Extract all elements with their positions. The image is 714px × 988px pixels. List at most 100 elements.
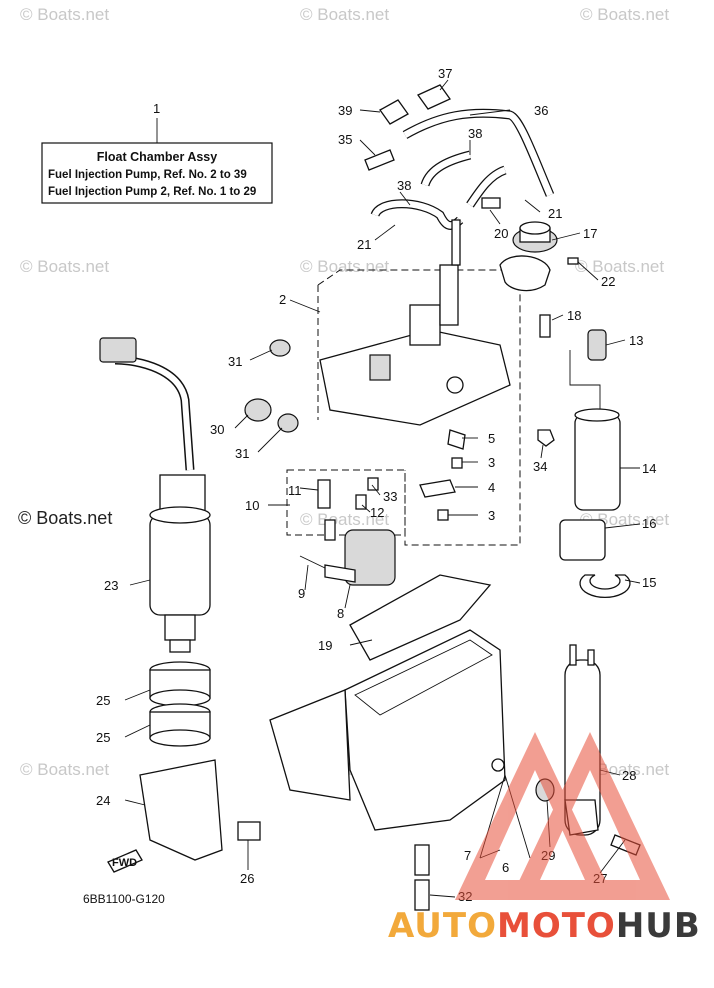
callout-15: 15 (642, 575, 656, 590)
pin-9 (299, 555, 326, 569)
screw-3-upper (451, 457, 463, 469)
callout-38: 38 (397, 178, 411, 193)
fwd-label: FWD (112, 857, 137, 869)
callout-31: 31 (235, 446, 249, 461)
fitting-35 (364, 149, 395, 171)
clip-34 (537, 429, 555, 447)
sensor-8 (299, 529, 396, 586)
pump-body-14 (574, 414, 621, 511)
connector-plug (99, 337, 137, 363)
seal-7 (491, 758, 505, 772)
watermark: © Boats.net (300, 257, 389, 276)
watermark: © Boats.net (300, 510, 389, 529)
brand-part-2: MOTO (497, 906, 616, 946)
callout-3: 3 (488, 508, 495, 523)
callout-25: 25 (96, 693, 110, 708)
grommet-31-upper (269, 339, 291, 357)
clip-37 (417, 84, 451, 110)
valve-11 (317, 479, 331, 509)
callout-35: 35 (338, 132, 352, 147)
callout-37: 37 (438, 66, 452, 81)
callout-2: 2 (279, 292, 286, 307)
callout-26: 26 (240, 871, 254, 886)
holder-16 (559, 519, 606, 561)
legend-box (41, 142, 273, 204)
callout-11: 11 (288, 483, 302, 498)
callout-5: 5 (488, 431, 495, 446)
screw-12 (355, 494, 367, 510)
screw-3-lower (437, 509, 449, 521)
watermark: © Boats.net (20, 760, 109, 779)
float-chamber-cover (319, 219, 511, 426)
damper-30 (244, 398, 272, 422)
callout-6: 6 (502, 860, 509, 875)
screw-18 (539, 314, 551, 338)
bracket-24 (139, 759, 223, 861)
callout-31: 31 (228, 354, 242, 369)
callout-16: 16 (642, 516, 656, 531)
watermark: © Boats.net (580, 5, 669, 24)
callout-19: 19 (318, 638, 332, 653)
joint-20 (481, 197, 501, 209)
callout-8: 8 (337, 606, 344, 621)
callout-39: 39 (338, 103, 352, 118)
bracket-5 (447, 429, 466, 450)
hose-32-lower (414, 879, 430, 911)
watermark: © Boats.net (575, 257, 664, 276)
chamber-bracket (269, 689, 351, 801)
legend-line-1: Fuel Injection Pump, Ref. No. 2 to 39 (48, 169, 247, 181)
connector (409, 304, 441, 346)
legend-line-2: Fuel Injection Pump 2, Ref. No. 1 to 29 (48, 186, 256, 198)
callout-18: 18 (567, 308, 581, 323)
fuel-pump-23 (99, 337, 211, 653)
watermark: © Boats.net (300, 5, 389, 24)
callout-34: 34 (533, 459, 547, 474)
screw-33 (367, 477, 379, 491)
callout-labels: 1 2 3 3 4 5 6 7 8 9 10 11 12 13 14 15 16… (96, 66, 656, 904)
callout-25: 25 (96, 730, 110, 745)
bracket-4 (419, 479, 456, 498)
brand-part-1: AUTO (388, 906, 497, 946)
callout-9: 9 (298, 586, 305, 601)
bolt-26 (237, 821, 261, 841)
grommet-31-lower (277, 413, 299, 433)
sensor-body (344, 529, 396, 586)
filter-13 (587, 329, 607, 361)
callout-21: 21 (548, 206, 562, 221)
pressure-regulator (499, 221, 579, 292)
callout-12: 12 (370, 505, 384, 520)
bolt-22 (567, 257, 579, 265)
brand-part-3: HUB (616, 906, 701, 946)
holder-15 (579, 574, 631, 599)
gasket-19 (349, 574, 492, 661)
chamber-body (344, 629, 506, 831)
legend: Float Chamber Assy Fuel Injection Pump, … (41, 118, 273, 204)
damper-25-lower (149, 729, 211, 747)
callout-28: 28 (622, 768, 636, 783)
leader-lines (124, 79, 641, 898)
hose-32-upper (414, 844, 430, 876)
watermark: © Boats.net (20, 257, 109, 276)
callout-13: 13 (629, 333, 643, 348)
callout-36: 36 (534, 103, 548, 118)
injector-port (439, 264, 459, 326)
hose-36-inner (403, 109, 553, 197)
callout-24: 24 (96, 793, 110, 808)
clip-39 (379, 99, 409, 125)
legend-title: Float Chamber Assy (97, 150, 217, 164)
pump-body-23 (149, 514, 211, 616)
diagram-code: 6BB1100-G120 (83, 892, 165, 906)
brand-logo (455, 732, 670, 900)
callout-1: 1 (153, 101, 160, 116)
logo-triangle-right (510, 732, 670, 900)
callout-38: 38 (468, 126, 482, 141)
callout-22: 22 (601, 274, 615, 289)
watermark-dark: © Boats.net (18, 508, 112, 528)
callout-23: 23 (104, 578, 118, 593)
watermark: © Boats.net (20, 5, 109, 24)
callout-17: 17 (583, 226, 597, 241)
callout-7: 7 (464, 848, 471, 863)
callout-14: 14 (642, 461, 656, 476)
fwd-arrow (107, 849, 143, 873)
